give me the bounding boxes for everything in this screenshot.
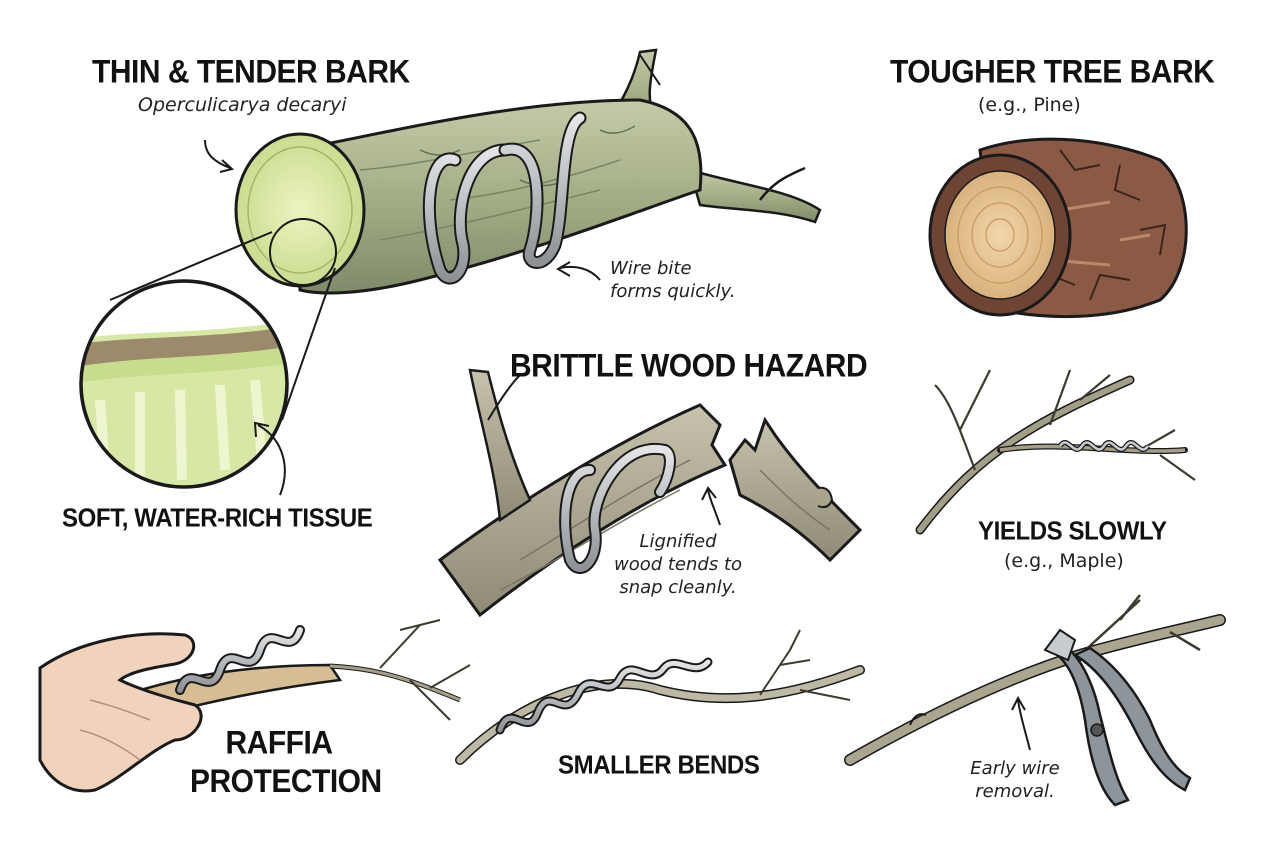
wire-bite-note-line-1: Wire bite	[610, 258, 692, 279]
magnifier-leader-lines	[109, 231, 336, 421]
pine-log	[928, 137, 1188, 319]
early-removal-branch	[844, 594, 1226, 766]
wire-bite-note-line-2: forms quickly.	[610, 281, 736, 302]
tissue-label: SOFT, WATER-RICH TISSUE	[62, 503, 373, 534]
tough-bark-title: TOUGHER TREE BARK	[890, 54, 1215, 91]
brittle-note-line-1: Lignified	[639, 531, 717, 552]
smaller-bends-twig	[455, 629, 865, 765]
early-removal-arrow	[1011, 695, 1031, 751]
species-arrow	[204, 139, 235, 173]
brittle-branch	[437, 368, 863, 618]
brittle-note-line-3: snap cleanly.	[619, 577, 737, 598]
tissue-arrow	[253, 421, 286, 496]
brittle-note: Lignified wood tends to snap cleanly.	[598, 530, 758, 599]
early-removal-note-line-1: Early wire	[970, 758, 1060, 779]
thin-bark-species: Operculicarya decaryi	[138, 94, 347, 116]
raffia-title-line-1: RAFFIA	[225, 725, 333, 761]
magnifier-lens-icon	[79, 279, 289, 489]
early-removal-note-line-2: removal.	[975, 781, 1055, 802]
raffia-title-line-2: PROTECTION	[190, 764, 382, 800]
hand-icon	[38, 632, 203, 793]
smaller-bends-title: SMALLER BENDS	[558, 750, 760, 781]
thin-bark-log	[234, 48, 822, 295]
tough-bark-example: (e.g., Pine)	[978, 94, 1081, 116]
yields-example: (e.g., Maple)	[1004, 550, 1124, 572]
brittle-title: BRITTLE WOOD HAZARD	[510, 348, 868, 385]
wire-bite-arrow	[556, 261, 601, 281]
yields-title: YIELDS SLOWLY	[978, 516, 1167, 547]
pruning-pliers-icon	[1043, 628, 1192, 807]
thin-bark-title: THIN & TENDER BARK	[92, 54, 410, 91]
early-removal-note: Early wire removal.	[955, 757, 1075, 803]
raffia-title: RAFFIA PROTECTION	[190, 724, 382, 802]
maple-twig	[915, 369, 1196, 535]
wire-bite-note: Wire bite forms quickly.	[610, 257, 736, 303]
brittle-arrow	[701, 486, 721, 526]
brittle-note-line-2: wood tends to	[613, 554, 743, 575]
